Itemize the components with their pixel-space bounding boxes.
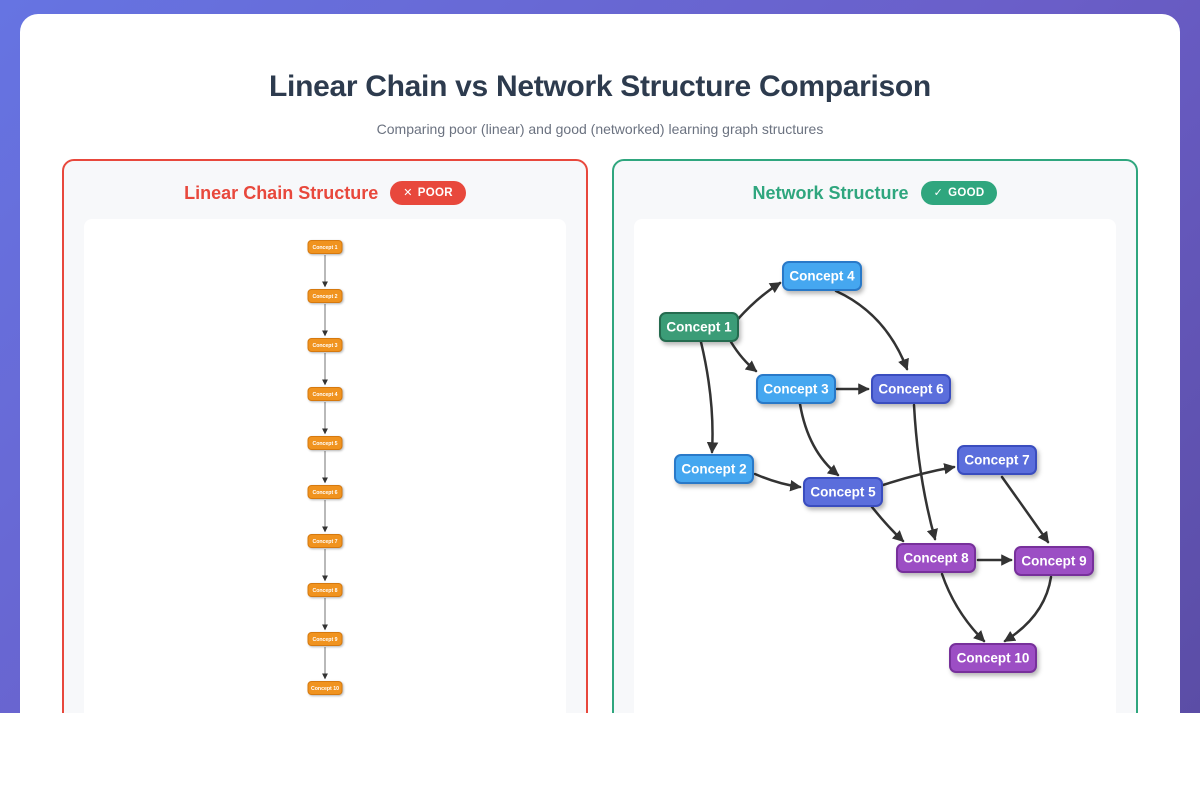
graph-node-label: Concept 4 [789,269,855,284]
graph-node-c5: Concept 5 [803,477,883,507]
chain-node: Concept 1 [307,240,343,254]
graph-edge-c9-c10 [1003,575,1053,643]
graph-edge-c1-c2 [699,340,719,454]
chain-node: Concept 10 [307,681,343,695]
chain-node: Concept 2 [307,289,343,303]
graph-node-c1: Concept 1 [659,312,739,342]
linear-panel-header: Linear Chain Structure ✕ POOR [84,181,566,205]
chain-node-label: Concept 7 [312,539,337,545]
page-title: Linear Chain vs Network Structure Compar… [269,70,931,103]
network-graph-svg: Concept 1 Concept 2 Concept 3 Concept 4 Conc… [659,261,1094,673]
chain-node: Concept 6 [307,485,343,499]
graph-node-c9: Concept 9 [1014,546,1094,576]
graph-node-c4: Concept 4 [782,261,862,291]
check-icon: ✓ [933,187,944,199]
graph-node-c6: Concept 6 [871,374,951,404]
graph-node-label: Concept 10 [957,651,1030,666]
chain-node-label: Concept 6 [312,490,337,496]
graph-edge-c5-c8 [870,505,905,543]
graph-node-label: Concept 5 [810,485,876,500]
graph-node-label: Concept 8 [903,551,969,566]
graph-node-c2: Concept 2 [674,454,754,484]
graph-node-label: Concept 1 [666,320,732,335]
chain-node: Concept 8 [307,583,343,597]
chain-node-label: Concept 4 [312,392,337,398]
graph-node-label: Concept 9 [1021,554,1086,569]
chain-node-label: Concept 8 [312,588,337,594]
chain-node: Concept 9 [307,632,343,646]
graph-edge-c7-c9 [1000,475,1050,544]
poor-badge: ✕ POOR [390,181,466,205]
linear-panel-title: Linear Chain Structure [184,182,379,203]
chain-node-label: Concept 1 [312,245,337,251]
graph-edge-c8-c10 [940,572,986,643]
chain-node: Concept 7 [307,534,343,548]
network-diagram: Concept 1 Concept 2 Concept 3 Concept 4 Conc… [634,219,1116,713]
graph-node-label: Concept 6 [878,382,944,397]
chain-node: Concept 4 [307,387,343,401]
graph-node-label: Concept 2 [681,462,746,477]
linear-chain-diagram: Concept 1 Concept 2 Concept 3 Concept 4 Conc… [84,219,566,713]
page-subtitle: Comparing poor (linear) and good (networ… [376,121,824,137]
linear-chain-svg: Concept 1 Concept 2 Concept 3 Concept 4 Conc… [307,240,343,695]
graph-edge-c2-c5 [753,472,802,492]
network-panel-title: Network Structure [752,182,909,203]
graph-node-label: Concept 3 [763,382,829,397]
main-container: Linear Chain vs Network Structure Compar… [20,14,1180,713]
good-badge: ✓ GOOD [920,181,998,205]
graph-edge-c1-c3 [729,340,758,373]
graph-edge-c3-c5 [798,402,840,477]
chain-node-label: Concept 9 [312,637,337,643]
chain-node-label: Concept 5 [312,441,337,447]
graph-node-c3: Concept 3 [756,374,836,404]
chain-node-label: Concept 2 [312,294,337,300]
chain-node: Concept 3 [307,338,343,352]
good-badge-label: GOOD [948,186,985,199]
graph-edge-c1-c4 [736,281,782,321]
chain-node: Concept 5 [307,436,343,450]
x-icon: ✕ [403,187,413,199]
graph-node-label: Concept 7 [964,453,1029,468]
network-panel-header: Network Structure ✓ GOOD [634,181,1116,205]
graph-edge-c4-c6 [834,289,909,371]
poor-badge-label: POOR [417,186,453,199]
graph-node-c10: Concept 10 [949,643,1037,673]
gradient-background: Linear Chain vs Network Structure Compar… [0,0,1200,713]
chain-node-label: Concept 10 [311,686,339,692]
graph-node-c8: Concept 8 [896,543,976,573]
chain-node-label: Concept 3 [312,343,337,349]
graph-edge-c5-c7 [881,463,956,487]
graph-node-c7: Concept 7 [957,445,1037,475]
graph-edge-c6-c8 [912,403,938,541]
